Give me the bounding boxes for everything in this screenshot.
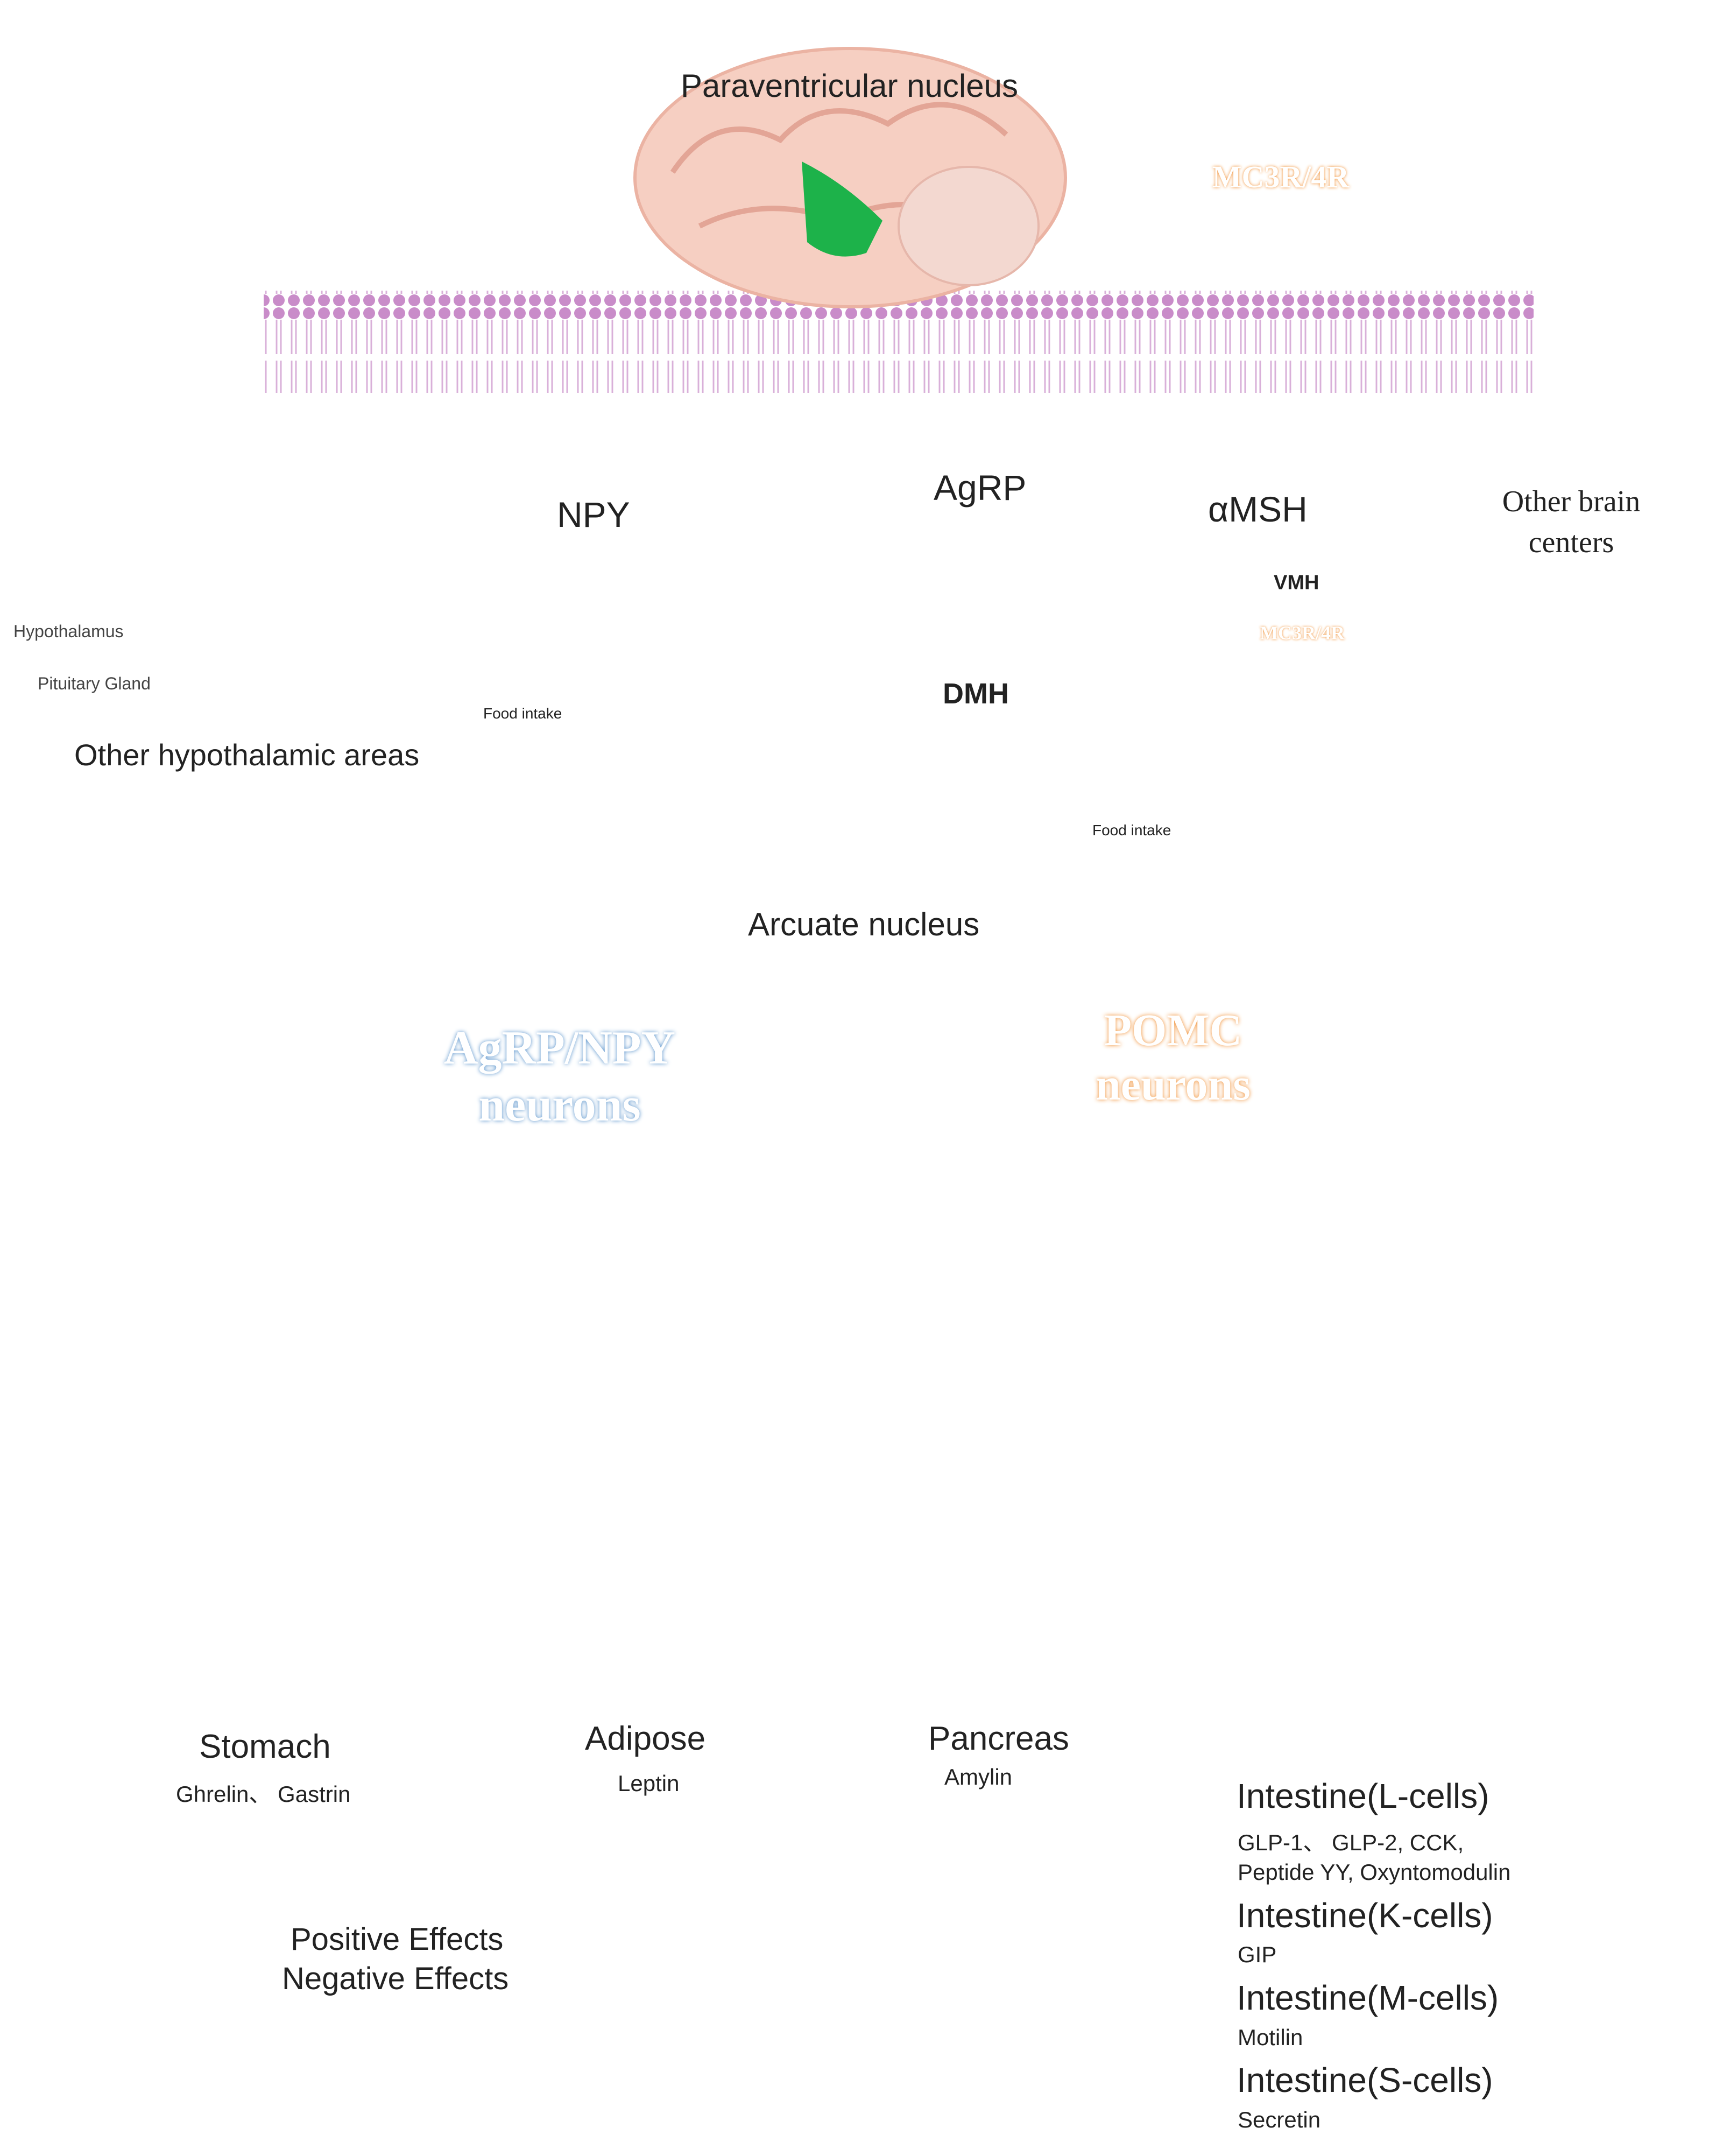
- food-intake-up-label: Food intake: [483, 705, 562, 722]
- intestine-k-cells-name: Intestine(K-cells): [1237, 1896, 1493, 1935]
- paraventricular-nucleus-label: Paraventricular nucleus: [681, 68, 1018, 104]
- intestine-s-cells-name: Intestine(S-cells): [1237, 2061, 1493, 2099]
- agrp-label: AgRP: [934, 468, 1027, 508]
- intestine-l-cells-hormones: GLP-1、 GLP-2, CCK,: [1238, 1830, 1464, 1855]
- intestine-s-cells-hormones: Secretin: [1238, 2107, 1321, 2132]
- other-hypothalamic-areas-label: Other hypothalamic areas: [74, 738, 420, 772]
- stomach-hormones: Ghrelin、 Gastrin: [176, 1781, 351, 1807]
- npy-label: NPY: [557, 495, 630, 534]
- pituitary-gland-label: Pituitary Gland: [38, 674, 151, 693]
- mc3r4r-label: MC3R/4R: [1212, 159, 1350, 194]
- vmh-label: VMH: [1274, 572, 1319, 594]
- pancreas-hormones: Amylin: [944, 1764, 1013, 1789]
- intestine-m-cells-name: Intestine(M-cells): [1237, 1978, 1499, 2017]
- agrp-npy-neurons-label: AgRP/NPY neurons: [443, 1022, 676, 1131]
- paraventricular-brain-image: [633, 47, 1067, 308]
- npy1r-label: NPY1R: [467, 173, 566, 206]
- food-intake-down-label: Food intake: [1092, 822, 1171, 839]
- intestine-k-cells-hormones: GIP: [1238, 1942, 1277, 1967]
- vmh-receptor-label: MC3R/4R: [1260, 622, 1345, 644]
- pomc-neurons-label: POMC neurons: [1096, 1005, 1251, 1110]
- pancreas-name: Pancreas: [928, 1720, 1069, 1757]
- cell-membrane: [264, 291, 1534, 393]
- dmh-label: DMH: [943, 678, 1009, 710]
- arcuate-nucleus-label: Arcuate nucleus: [748, 906, 980, 942]
- intestine-l-cells-name: Intestine(L-cells): [1237, 1777, 1489, 1815]
- adipose-name: Adipose: [585, 1720, 706, 1757]
- intestine-m-cells-hormones: Motilin: [1238, 2025, 1303, 2050]
- amsh-label: αMSH: [1208, 489, 1308, 529]
- hypothalamus-label: Hypothalamus: [13, 622, 124, 641]
- stomach-name: Stomach: [199, 1728, 331, 1765]
- other-brain-centers-label: Other brain centers: [1502, 485, 1641, 559]
- legend-negative-label: Negative Effects: [282, 1961, 509, 1996]
- intestine-l-cells-hormones-2: Peptide YY, Oxyntomodulin: [1238, 1859, 1511, 1885]
- legend-positive-label: Positive Effects: [291, 1922, 504, 1957]
- adipose-hormones: Leptin: [618, 1771, 680, 1796]
